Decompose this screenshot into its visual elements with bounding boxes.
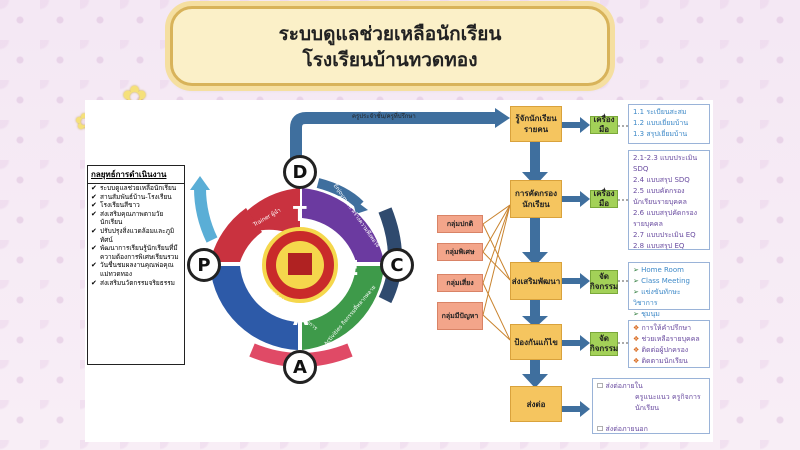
group-problem: กลุ่มมีปัญหา bbox=[437, 302, 483, 330]
strategy-item: ✔ระบบดูแลช่วยเหลือนักเรียน bbox=[91, 184, 177, 192]
group-special: กลุ่มพิเศษ bbox=[437, 243, 483, 261]
flow-step-know-student: รู้จักนักเรียนรายคน bbox=[510, 106, 562, 142]
inner-letter-m: M bbox=[242, 256, 262, 280]
strategy-item: ✔โรงเรียนสีขาว bbox=[91, 201, 140, 210]
cycle-letter-p: P bbox=[187, 248, 221, 282]
strategy-item: ✔ส่งเสริมคุณภาพตามวัยนักเรียน bbox=[91, 209, 164, 227]
strategy-item: ✔สานสัมพันธ์บ้าน-โรงเรียน bbox=[91, 192, 172, 201]
inner-letter-t: T bbox=[293, 202, 307, 226]
flow-step-refer: ส่งต่อ bbox=[510, 386, 562, 422]
know-tools-list: 1.1 ระเบียนสะสม 1.2 แบบเยี่ยมบ้าน 1.3 สร… bbox=[628, 104, 710, 144]
group-risk: กลุ่มเสี่ยง bbox=[437, 274, 483, 292]
tool-box-2: เครื่องมือ bbox=[590, 189, 618, 208]
screen-tools-list: 2.1-2.3 แบบประเมิน SDQ 2.4 แบบสรุป SDQ 2… bbox=[628, 150, 710, 250]
cycle-letter-a: A bbox=[283, 350, 317, 384]
strategy-box: กลยุทธ์การดำเนินงาน ✔ระบบดูแลช่วยเหลือนั… bbox=[87, 165, 185, 365]
refer-list: ☐ ส่งต่อภายใน ครูแนะแนว ครูกิจการนักเรีย… bbox=[592, 378, 710, 434]
flow-step-promote: ส่งเสริมพัฒนา bbox=[510, 262, 562, 300]
inner-letter-e: E bbox=[345, 256, 359, 280]
group-normal: กลุ่มปกติ bbox=[437, 215, 483, 233]
strategy-item: ✔วันชื่นชมผลงานคุณพ่อคุณแม่ทวดทอง bbox=[91, 261, 174, 278]
flow-step-screening: การคัดกรองนักเรียน bbox=[510, 180, 562, 218]
strategy-item: ✔พัฒนาการเรียนรู้นักเรียนที่มีความต้องกา… bbox=[91, 244, 179, 261]
activity-box-2: จัดกิจกรรม bbox=[590, 332, 618, 356]
teacher-arrow-label: ครูประจำชั้น/ครูที่ปรึกษา bbox=[352, 113, 416, 120]
flow-step-prevent: ป้องกันแก้ไข bbox=[510, 324, 562, 360]
tool-box-1: เครื่องมือ bbox=[590, 115, 618, 134]
prevent-activities-list: ❖ การให้คำปรึกษา ❖ ช่วยเหลือรายบุคคล ❖ ต… bbox=[628, 320, 710, 368]
strategy-item: ✔ส่งเสริมนวัตกรรมจริยธรรม bbox=[91, 278, 175, 287]
strategy-item: ✔ปรับปรุงสิ่งแวดล้อมและภูมิทัศน์ bbox=[91, 226, 175, 244]
title-line-1: ระบบดูแลช่วยเหลือนักเรียน bbox=[278, 23, 502, 45]
cycle-letter-d: D bbox=[283, 155, 317, 189]
strategy-title: กลยุทธ์การดำเนินงาน bbox=[88, 166, 184, 184]
title-banner: ระบบดูแลช่วยเหลือนักเรียน โรงเรียนบ้านทว… bbox=[170, 6, 610, 86]
inner-letter-a: A bbox=[293, 306, 309, 330]
title-line-2: โรงเรียนบ้านทวดทอง bbox=[302, 49, 478, 71]
cycle-letter-c: C bbox=[380, 248, 414, 282]
activity-box-1: จัดกิจกรรม bbox=[590, 270, 618, 294]
promote-activities-list: ➢ Home Room ➢ Class Meeting ➢ แข่งขันทัก… bbox=[628, 262, 710, 318]
